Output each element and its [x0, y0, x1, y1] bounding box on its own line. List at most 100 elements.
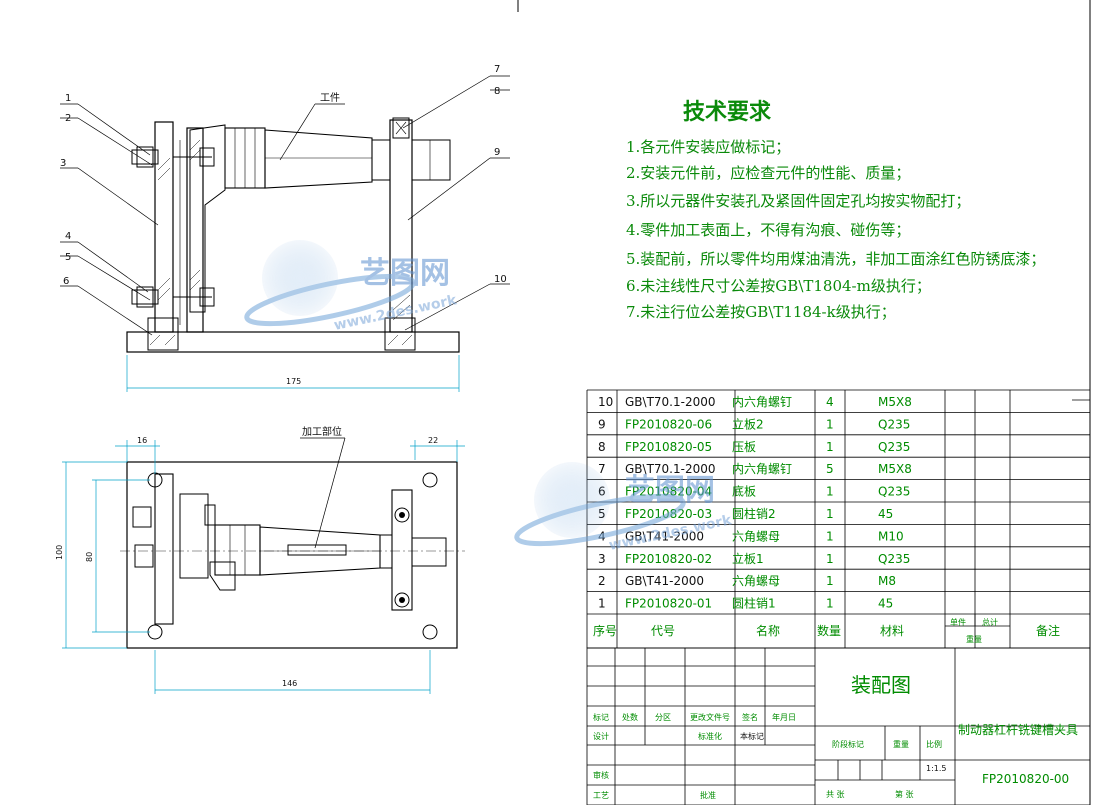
machining-label: 加工部位: [302, 425, 342, 438]
requirement-2: 2.安装元件前，应检查元件的性能、质量；: [626, 164, 910, 182]
bom-cell-no: 3: [598, 552, 606, 566]
tb-signature: 签名: [742, 712, 758, 722]
dim-top-left-offset: 16: [137, 436, 147, 445]
requirement-5: 5.装配前，所以零件均用煤油清洗，非加工面涂红色防锈底漆；: [626, 250, 1045, 268]
bom-cell-no: 8: [598, 440, 606, 454]
bom-cell-material: Q235: [878, 485, 910, 499]
bom-cell-code: FP2010820-05: [625, 440, 712, 454]
bom-cell-no: 7: [598, 462, 606, 476]
tb-stage-mark: 阶段标记: [832, 739, 864, 749]
requirement-6: 6.未注线性尺寸公差按GB\T1804-m级执行；: [626, 277, 931, 295]
callout-7: 7: [494, 64, 500, 75]
bom-cell-code: GB\T70.1-2000: [625, 462, 716, 476]
callout-2: 2: [65, 113, 71, 124]
bom-cell-qty: 1: [826, 417, 834, 431]
dim-top-width: 146: [282, 679, 297, 688]
watermark-cn-2: 艺图网: [625, 473, 715, 508]
dim-top-right-offset: 22: [428, 436, 438, 445]
tb-scale: 1:1.5: [926, 764, 947, 773]
bom-cell-qty: 4: [826, 395, 834, 409]
tb-sheet: 第 张: [895, 789, 914, 799]
bom-cell-name: 压板: [732, 440, 756, 454]
tb-count: 处数: [622, 712, 638, 722]
bom-header-total: 总计: [982, 617, 998, 627]
dim-top-height: 100: [55, 545, 64, 560]
callout-10: 10: [494, 274, 507, 285]
tb-signer: 本标记: [740, 731, 764, 741]
bom-cell-qty: 1: [826, 507, 834, 521]
bom-cell-qty: 1: [826, 552, 834, 566]
bom-header-code: 代号: [651, 624, 675, 638]
callout-1: 1: [65, 93, 71, 104]
bom-cell-code: FP2010820-06: [625, 417, 712, 431]
tb-drawing-no: FP2010820-00: [982, 772, 1069, 786]
top-view: 加工部位 16 22 100 80 146: [55, 425, 465, 694]
requirement-7: 7.未注行位公差按GB\T1184-k级执行；: [626, 303, 896, 321]
tb-mark: 标记: [593, 712, 609, 722]
bom-cell-name: 立板2: [732, 416, 764, 431]
tb-zone: 分区: [655, 713, 671, 722]
requirement-3: 3.所以元器件安装孔及紧固件固定孔均按实物配打；: [626, 192, 970, 210]
bom-cell-name: 内六角螺钉: [732, 395, 792, 409]
watermark-cn: 艺图网: [360, 256, 450, 291]
bom-cell-material: Q235: [878, 552, 910, 566]
bom-cell-code: GB\T70.1-2000: [625, 395, 716, 409]
bom-cell-material: 45: [878, 507, 893, 521]
dim-top-inner-height: 80: [85, 552, 94, 562]
tb-weight-label: 重量: [893, 739, 909, 749]
bom-header-no: 序号: [593, 623, 617, 638]
callout-5: 5: [65, 252, 71, 263]
requirement-1: 1.各元件安装应做标记；: [626, 138, 790, 156]
callout-6: 6: [63, 276, 69, 287]
callout-8: 8: [494, 86, 500, 97]
tb-standardize: 标准化: [698, 731, 722, 741]
callout-3: 3: [60, 158, 66, 169]
bom-cell-no: 2: [598, 574, 606, 588]
requirement-4: 4.零件加工表面上，不得有沟痕、碰伤等；: [626, 221, 910, 239]
bom-cell-material: M5X8: [878, 395, 912, 409]
bom-cell-code: GB\T41-2000: [625, 529, 704, 543]
front-view: 175 1 2 3 4 5 6 7 8 9 10 工件: [60, 64, 510, 392]
tb-approve: 批准: [700, 790, 716, 800]
bom-cell-qty: 1: [826, 529, 834, 543]
bom-row: 8 FP2010820-05 压板 1 Q235: [598, 440, 910, 454]
tb-design: 设计: [593, 731, 609, 741]
bom-cell-name: 底板: [732, 484, 756, 499]
tb-drawing-type: 装配图: [851, 673, 911, 697]
bom-cell-qty: 5: [826, 462, 834, 476]
bom-header-weight: 重量: [966, 634, 982, 644]
bom-cell-code: FP2010820-01: [625, 597, 712, 611]
callout-4: 4: [65, 231, 71, 242]
bom-cell-name: 内六角螺钉: [732, 462, 792, 476]
tb-process: 工艺: [593, 791, 609, 800]
dim-front-width: 175: [286, 377, 301, 386]
bom-header-material: 材料: [880, 624, 904, 638]
bom-cell-no: 1: [598, 597, 606, 611]
tb-product-name: 制动器杠杆铣键槽夹具: [958, 722, 1078, 737]
bom-cell-code: GB\T41-2000: [625, 574, 704, 588]
bom-cell-qty: 1: [826, 597, 834, 611]
tb-date: 年月日: [772, 712, 796, 722]
bom-header-remark: 备注: [1036, 623, 1060, 638]
bom-cell-material: M5X8: [878, 462, 912, 476]
tb-change-doc: 更改文件号: [690, 712, 730, 722]
bom-cell-material: Q235: [878, 440, 910, 454]
bom-header-qty: 数量: [817, 623, 841, 638]
callout-9: 9: [494, 147, 500, 158]
requirements-title: 技术要求: [683, 99, 771, 125]
bom-cell-qty: 1: [826, 485, 834, 499]
title-block: 标记 处数 分区 更改文件号 签名 年月日 设计 标准化 本标记 审核 工艺 批…: [586, 647, 1091, 805]
bom-cell-name: 六角螺母: [732, 529, 780, 543]
bom-header-name: 名称: [756, 623, 780, 638]
bom-cell-name: 六角螺母: [732, 574, 780, 588]
bom-cell-qty: 1: [826, 440, 834, 454]
